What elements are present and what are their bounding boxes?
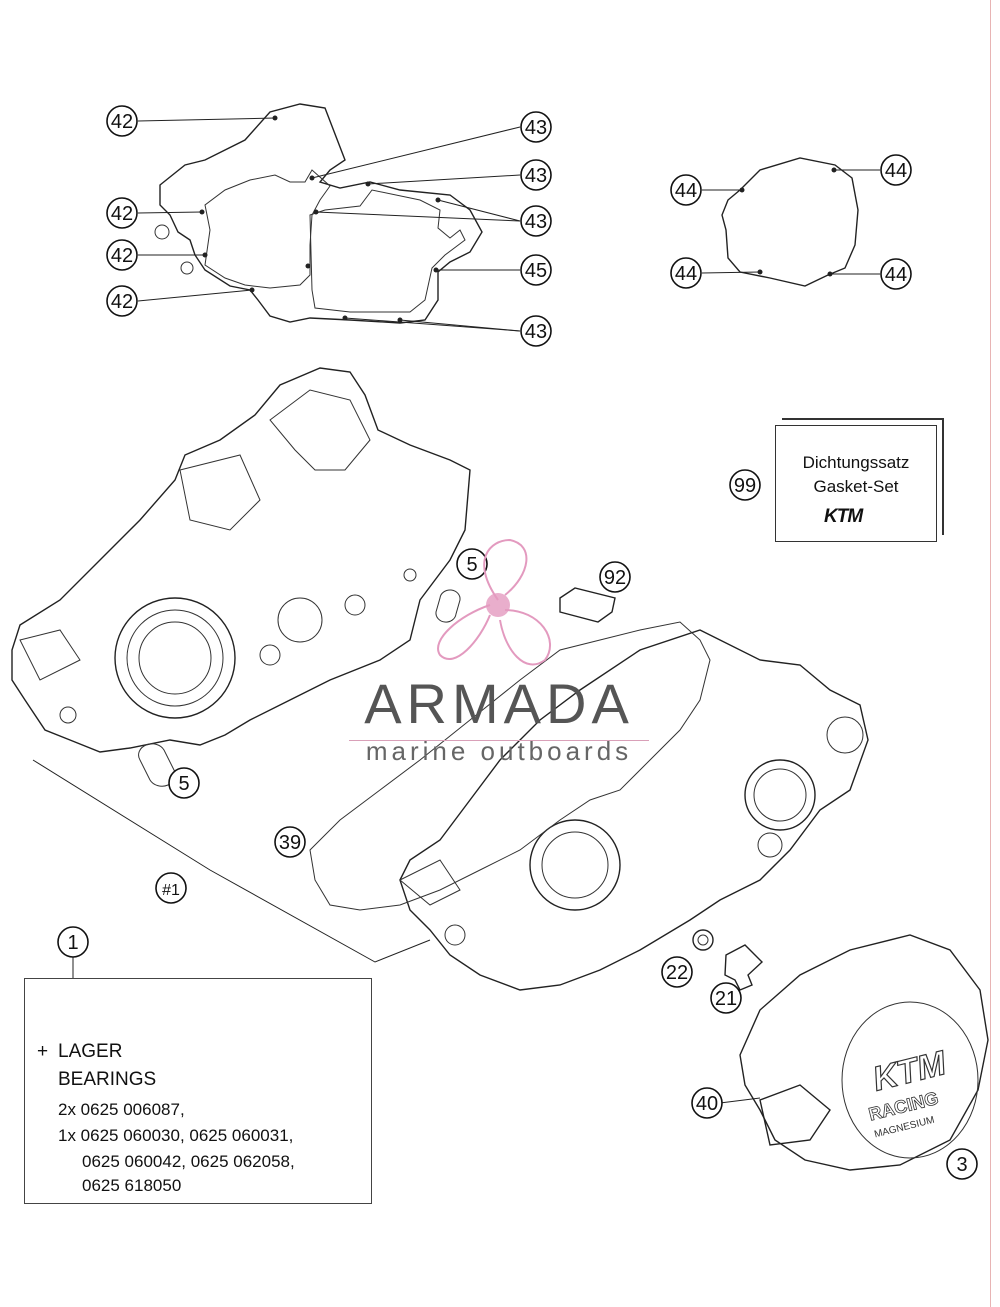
legend-part-line-4: 0625 618050 bbox=[82, 1176, 182, 1195]
legend-part-line-3: 0625 060042, 0625 062058, bbox=[82, 1152, 295, 1171]
svg-text:44: 44 bbox=[885, 264, 907, 286]
svg-text:43: 43 bbox=[525, 211, 547, 233]
page-edge-line bbox=[990, 0, 991, 1307]
legend-plus: + bbox=[37, 1041, 49, 1062]
watermark-rule bbox=[349, 740, 649, 741]
callout-22: 22 bbox=[661, 956, 693, 988]
svg-text:22: 22 bbox=[666, 962, 688, 984]
washer-22 bbox=[692, 929, 714, 951]
callout-43-a: 43 bbox=[520, 111, 552, 143]
svg-text:#1: #1 bbox=[162, 882, 180, 899]
svg-text:43: 43 bbox=[525, 165, 547, 187]
callout-5-left: 5 bbox=[168, 767, 200, 799]
crankcase-gasket bbox=[154, 103, 483, 324]
svg-text:45: 45 bbox=[525, 260, 547, 282]
callout-42-a: 42 bbox=[106, 105, 138, 137]
callout-45: 45 bbox=[520, 254, 552, 286]
ktm-logo: KTM bbox=[824, 506, 863, 527]
callout-44-d: 44 bbox=[880, 258, 912, 290]
svg-text:5: 5 bbox=[178, 773, 189, 795]
bearing-legend-box: + LAGER BEARINGS 2x 0625 006087, 1x 0625… bbox=[24, 978, 372, 1204]
leader-lines bbox=[32, 117, 880, 1104]
drain-plug-21 bbox=[724, 944, 764, 991]
svg-text:40: 40 bbox=[696, 1093, 718, 1115]
callout-21: 21 bbox=[710, 982, 742, 1014]
callout-42-c: 42 bbox=[106, 239, 138, 271]
svg-text:99: 99 bbox=[734, 475, 756, 497]
legend-title-de: LAGER bbox=[58, 1041, 123, 1062]
bearing-5 bbox=[435, 589, 461, 623]
watermark-armada: ARMADA marine outboards bbox=[349, 676, 649, 767]
svg-text:1: 1 bbox=[67, 932, 78, 954]
callout-44-c: 44 bbox=[670, 257, 702, 289]
crankcase-center-gasket bbox=[309, 621, 711, 911]
svg-text:44: 44 bbox=[675, 180, 697, 202]
svg-text:44: 44 bbox=[675, 263, 697, 285]
callout-hash-1: #1 bbox=[155, 872, 187, 904]
callout-1: 1 bbox=[57, 926, 89, 958]
callout-43-d: 43 bbox=[520, 315, 552, 347]
callout-43-b: 43 bbox=[520, 159, 552, 191]
svg-text:39: 39 bbox=[279, 832, 301, 854]
legend-part-line-2: 1x 0625 060030, 0625 060031, bbox=[58, 1126, 294, 1145]
legend-title-en: BEARINGS bbox=[58, 1069, 157, 1090]
watermark-tagline: marine outboards bbox=[365, 736, 633, 766]
part-92-block bbox=[559, 587, 616, 623]
svg-text:5: 5 bbox=[466, 554, 477, 576]
svg-text:44: 44 bbox=[885, 160, 907, 182]
svg-text:43: 43 bbox=[525, 321, 547, 343]
callout-43-c: 43 bbox=[520, 205, 552, 237]
callout-5-top: 5 bbox=[456, 548, 488, 580]
cover-logo-brand: KTM bbox=[869, 1044, 950, 1099]
svg-text:42: 42 bbox=[111, 291, 133, 313]
callout-92: 92 bbox=[599, 561, 631, 593]
watermark-name: ARMADA bbox=[364, 672, 634, 735]
callout-42-b: 42 bbox=[106, 197, 138, 229]
ignition-cover-gasket bbox=[721, 157, 859, 287]
callout-44-b: 44 bbox=[880, 154, 912, 186]
watermark-propeller-icon bbox=[437, 538, 551, 666]
svg-text:3: 3 bbox=[956, 1154, 967, 1176]
callout-42-d: 42 bbox=[106, 285, 138, 317]
legend-part-line-1: 2x 0625 006087, bbox=[58, 1100, 185, 1119]
svg-text:42: 42 bbox=[111, 203, 133, 225]
callout-40: 40 bbox=[691, 1087, 723, 1119]
callout-3: 3 bbox=[946, 1148, 978, 1180]
svg-text:42: 42 bbox=[111, 111, 133, 133]
gasket-set-box: Dichtungssatz Gasket-Set KTM bbox=[775, 425, 937, 542]
right-crankcase-half bbox=[399, 629, 869, 991]
gasket-set-label-de: Dichtungssatz bbox=[802, 453, 910, 472]
ignition-cover: KTM RACING MAGNESIUM bbox=[739, 934, 989, 1171]
callout-44-a: 44 bbox=[670, 174, 702, 206]
callout-39: 39 bbox=[274, 826, 306, 858]
left-crankcase-half bbox=[11, 367, 471, 787]
gasket-set-label-en: Gasket-Set bbox=[813, 477, 899, 496]
svg-text:92: 92 bbox=[604, 567, 626, 589]
svg-text:21: 21 bbox=[715, 988, 737, 1010]
callout-99: 99 bbox=[729, 469, 761, 501]
svg-text:42: 42 bbox=[111, 245, 133, 267]
svg-text:43: 43 bbox=[525, 117, 547, 139]
